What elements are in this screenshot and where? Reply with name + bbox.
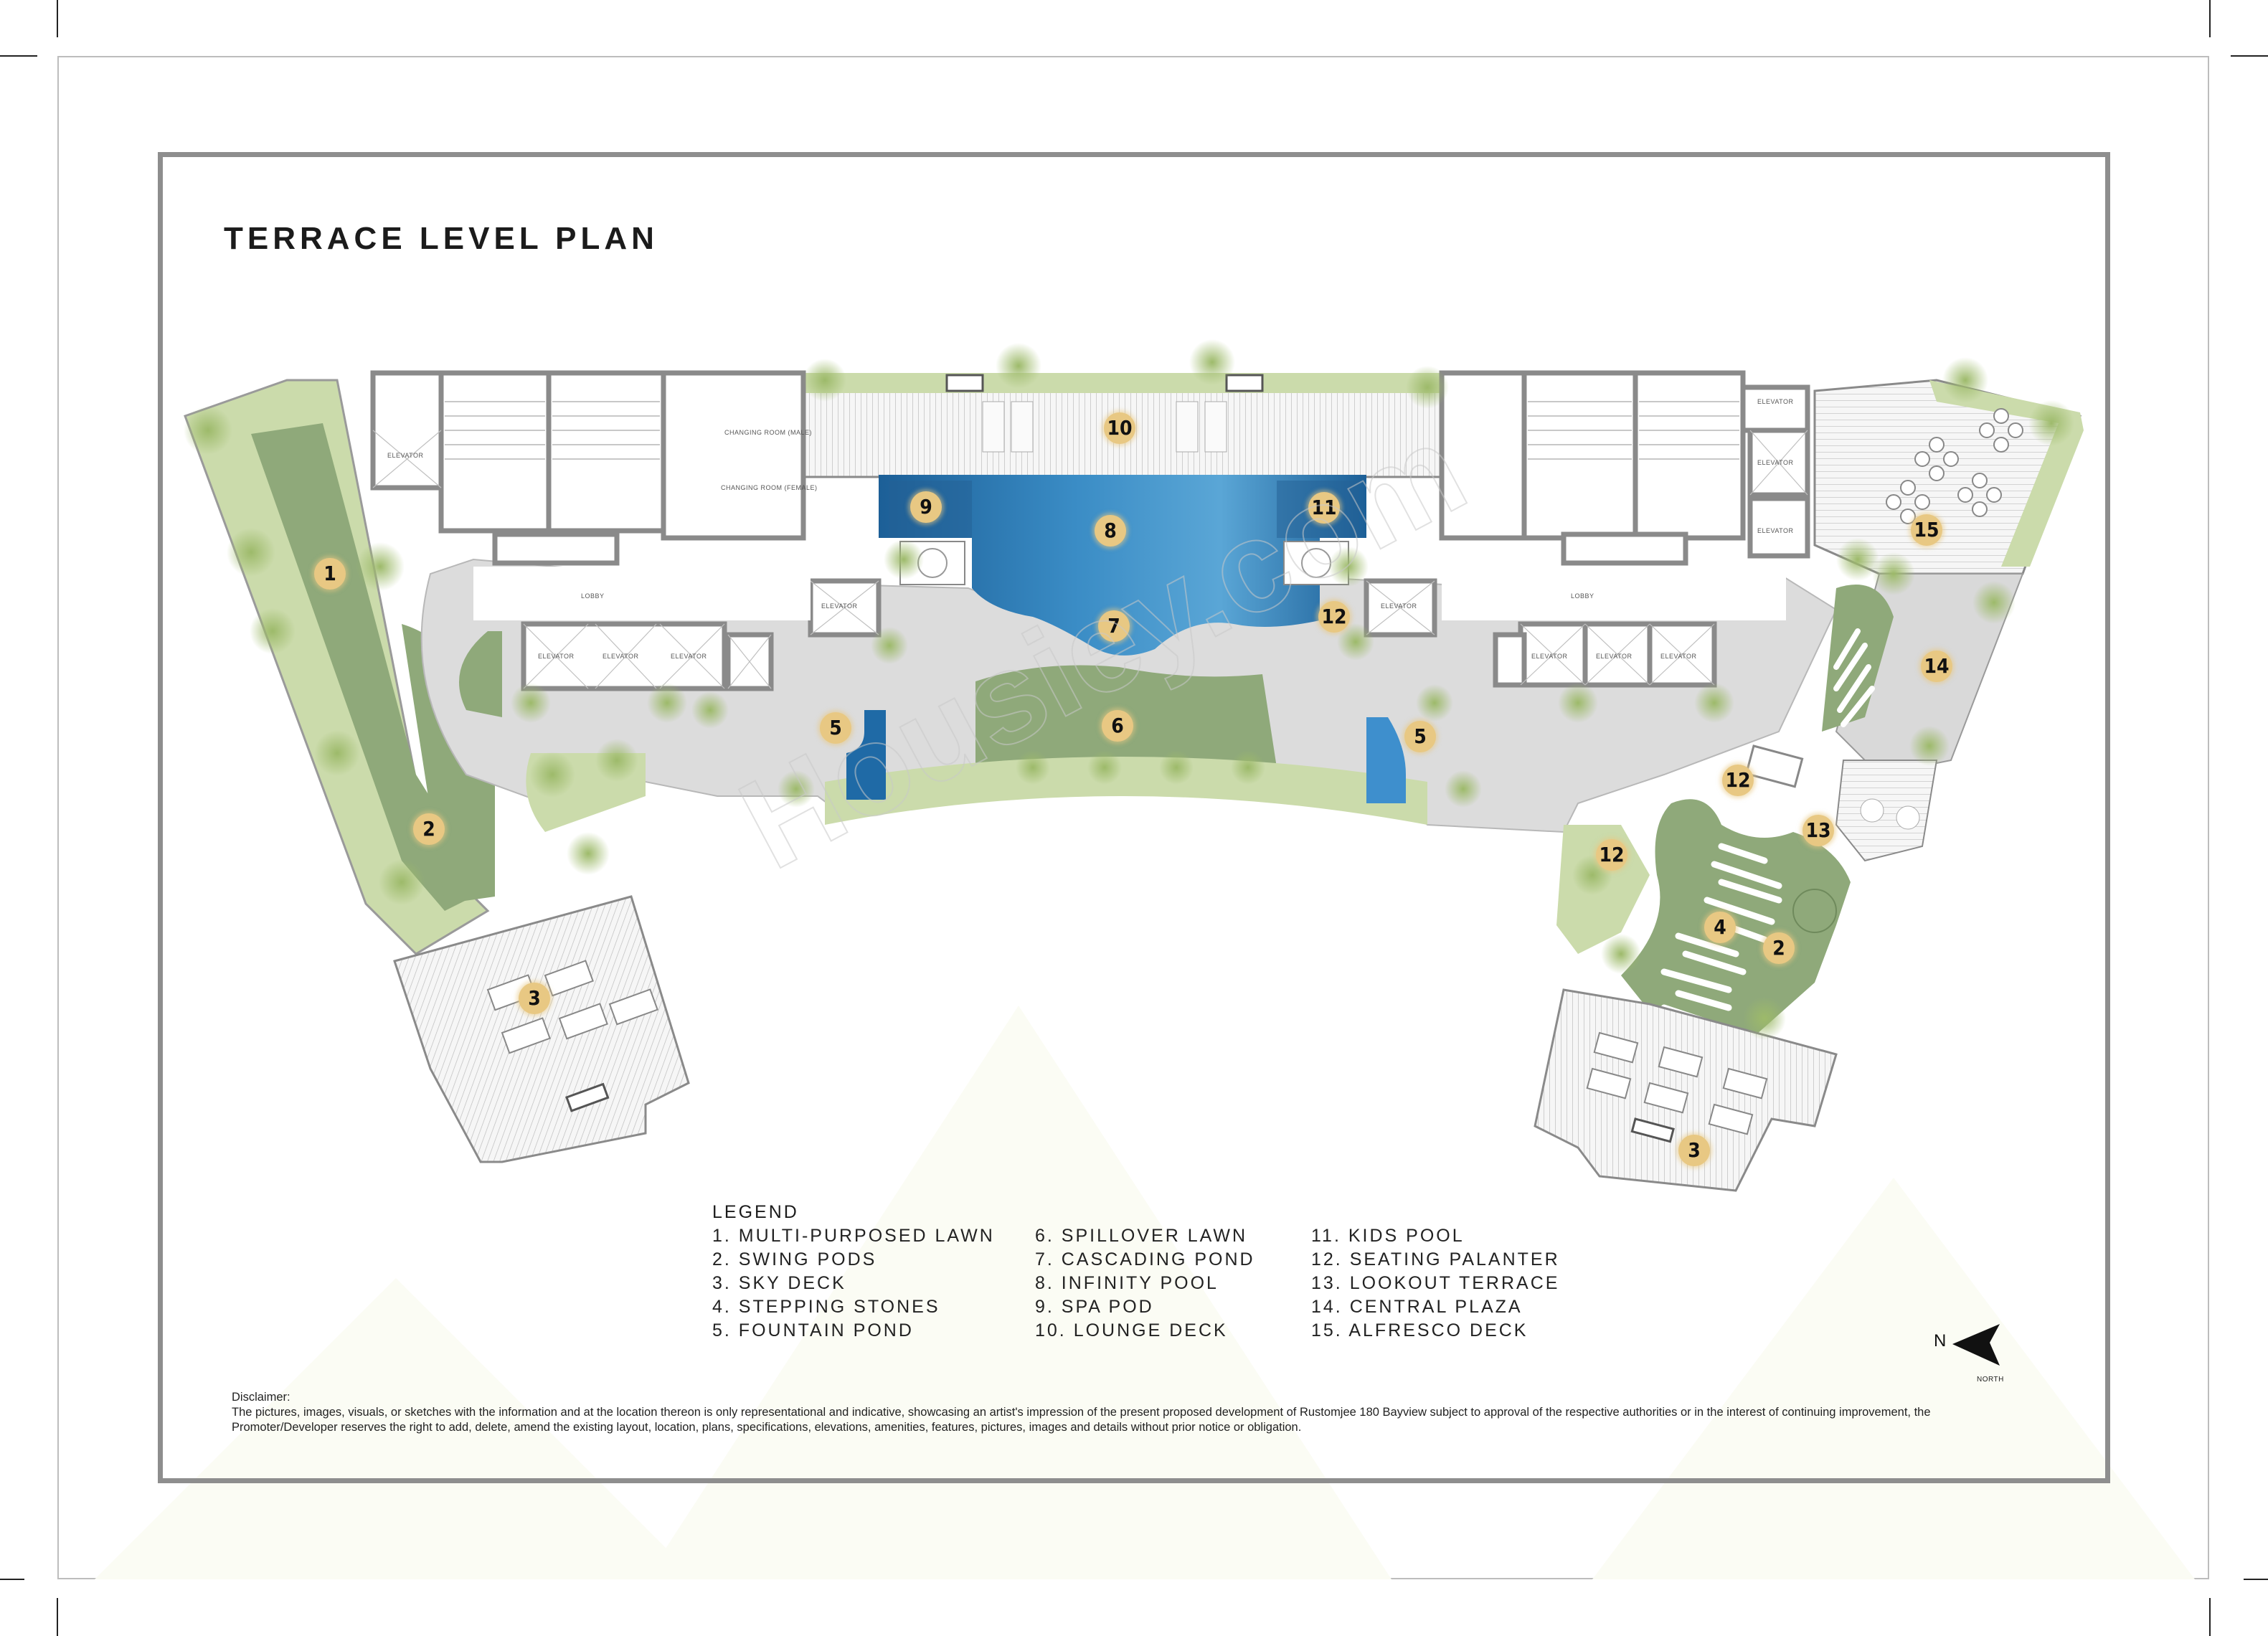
lookout-terrace [1835, 760, 1938, 862]
room-label-changing-male: CHANGING ROOM (MALE) [724, 429, 813, 436]
crop-mark [2244, 1579, 2268, 1580]
legend-item: 2. SWING PODS [712, 1249, 877, 1269]
marker-seating-planter: 12 [1722, 765, 1754, 796]
marker-lounge-deck: 10 [1104, 412, 1135, 444]
marker-spa-pod: 9 [910, 491, 942, 523]
room-label-elevator: ELEVATOR [1531, 653, 1568, 660]
north-caption: NORTH [1977, 1376, 2004, 1384]
legend-item: 10. LOUNGE DECK [1035, 1320, 1228, 1341]
crop-mark [2209, 0, 2211, 37]
marker-fountain-pond: 5 [820, 712, 851, 744]
north-letter: N [1934, 1331, 1947, 1351]
marker-seating-planter: 12 [1318, 601, 1350, 633]
legend-item: 13. LOOKOUT TERRACE [1311, 1273, 1560, 1293]
room-label-elevator: ELEVATOR [603, 653, 639, 660]
marker-sky-deck: 3 [519, 983, 550, 1014]
legend-item: 12. SEATING PALANTER [1311, 1249, 1560, 1269]
legend-item: 4. STEPPING STONES [712, 1297, 940, 1317]
legend-item: 7. CASCADING POND [1035, 1249, 1255, 1269]
marker-fountain-pond: 5 [1404, 721, 1436, 752]
room-label-lobby: LOBBY [581, 592, 605, 600]
marker-swing-pods: 2 [413, 813, 445, 845]
trees [184, 339, 2074, 1040]
legend-item: 11. KIDS POOL [1311, 1226, 1465, 1246]
background-shape [1592, 1178, 2195, 1579]
marker-sky-deck: 3 [1678, 1135, 1710, 1166]
spillover-lawn-edge [825, 757, 1427, 825]
page-title: TERRACE LEVEL PLAN [224, 221, 658, 256]
marker-stepping-stones: 4 [1704, 912, 1736, 943]
room-label-elevator: ELEVATOR [1381, 602, 1417, 610]
marker-lookout-terrace: 13 [1802, 815, 1834, 846]
disclaimer: Disclaimer: The pictures, images, visual… [232, 1390, 1953, 1435]
lawn-left-arc [459, 631, 502, 717]
marker-cascading-pond: 7 [1098, 610, 1130, 642]
marker-swing-pods: 2 [1763, 932, 1795, 964]
sky-deck-left [393, 895, 690, 1163]
lobby-left [473, 567, 811, 620]
crop-mark [57, 1598, 58, 1636]
room-label-changing-female: CHANGING ROOM (FEMALE) [721, 484, 818, 491]
legend-item: 9. SPA POD [1035, 1297, 1154, 1317]
legend-item: 8. INFINITY POOL [1035, 1273, 1219, 1293]
legend-item: 1. MULTI-PURPOSED LAWN [712, 1226, 995, 1246]
marker-central-plaza: 14 [1921, 651, 1952, 682]
room-label-elevator: ELEVATOR [1757, 527, 1794, 534]
room-label-elevator: ELEVATOR [538, 653, 575, 660]
infinity-pool [879, 475, 1366, 656]
legend-title: LEGEND [712, 1202, 799, 1222]
disclaimer-heading: Disclaimer: [232, 1391, 290, 1404]
room-label-elevator: ELEVATOR [1757, 459, 1794, 466]
marker-infinity-pool: 8 [1095, 515, 1126, 547]
room-label-elevator: ELEVATOR [1757, 398, 1794, 405]
background-shape [646, 1006, 1391, 1579]
legend: LEGEND 1. MULTI-PURPOSED LAWN 2. SWING P… [712, 1202, 1560, 1343]
left-tower-core [370, 370, 882, 691]
legend-item: 6. SPILLOVER LAWN [1035, 1226, 1247, 1246]
room-label-elevator: ELEVATOR [387, 452, 424, 459]
lobby-right [1442, 567, 1786, 620]
room-label-elevator: ELEVATOR [671, 653, 707, 660]
crop-mark [0, 1579, 24, 1580]
room-label-lobby: LOBBY [1571, 592, 1594, 600]
room-label-elevator: ELEVATOR [1596, 653, 1633, 660]
marker-multi-purposed-lawn: 1 [314, 558, 346, 590]
crop-mark [57, 0, 58, 37]
disclaimer-text: The pictures, images, visuals, or sketch… [232, 1406, 1931, 1434]
room-label-elevator: ELEVATOR [821, 602, 858, 610]
legend-column: 11. KIDS POOL 12. SEATING PALANTER 13. L… [1311, 1224, 1560, 1343]
marker-spillover-lawn: 6 [1102, 710, 1133, 742]
fountain-pond-left [846, 710, 886, 800]
fountain-pond-right [1366, 717, 1406, 803]
stepping-stones-lawn [1621, 799, 1851, 1040]
plan-frame [158, 152, 2110, 1483]
marker-seating-planter: 12 [1596, 839, 1627, 871]
legend-item: 3. SKY DECK [712, 1273, 846, 1293]
crop-mark [2231, 55, 2268, 57]
crop-mark [2209, 1598, 2211, 1636]
background-shape [95, 1278, 697, 1579]
crop-mark [0, 55, 37, 57]
room-label-elevator: ELEVATOR [1660, 653, 1697, 660]
legend-item: 14. CENTRAL PLAZA [1311, 1297, 1523, 1317]
marker-kids-pool: 11 [1308, 492, 1340, 524]
marker-alfresco-deck: 15 [1911, 514, 1942, 546]
legend-item: 5. FOUNTAIN POND [712, 1320, 914, 1341]
legend-column: 6. SPILLOVER LAWN 7. CASCADING POND 8. I… [1035, 1224, 1311, 1343]
legend-column: 1. MULTI-PURPOSED LAWN 2. SWING PODS 3. … [712, 1224, 1035, 1343]
legend-item: 15. ALFRESCO DECK [1311, 1320, 1528, 1341]
north-arrow-icon [1952, 1324, 2000, 1366]
